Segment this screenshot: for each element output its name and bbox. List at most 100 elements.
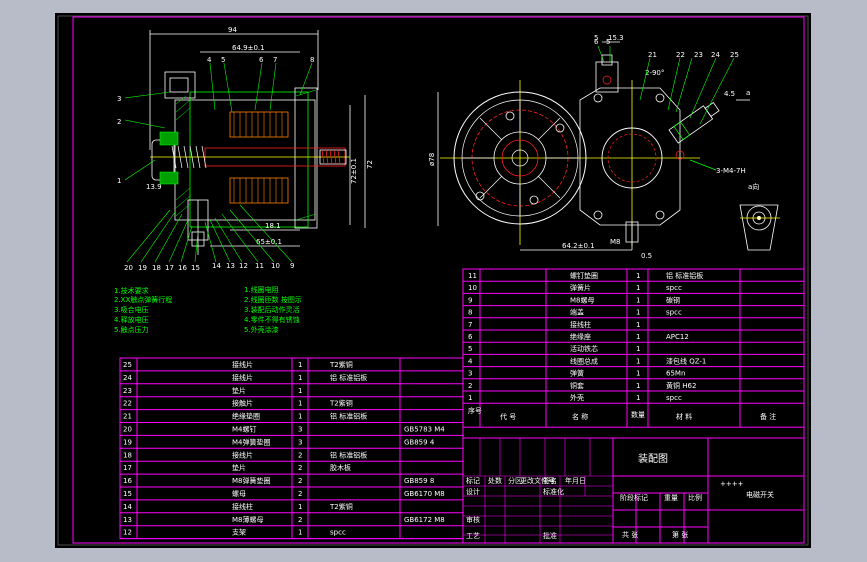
- bom-lower-row-name: 接线柱: [232, 502, 253, 511]
- dim-m8: M8: [610, 238, 621, 246]
- balloon-16: 16: [178, 264, 187, 272]
- note-7: 2.线圈匝数 按图示: [244, 295, 302, 304]
- dim-0-5: 0.5: [641, 252, 652, 260]
- bom-upper-row-qty: 1: [636, 333, 640, 341]
- bom-lower-row-qty: 2: [298, 464, 302, 472]
- balloon-9: 9: [290, 262, 294, 270]
- note-5: 5.触点压力: [114, 325, 149, 334]
- title-block-label: 标记: [466, 476, 480, 485]
- bom-upper-row-no: 2: [468, 382, 472, 390]
- note-2: 2.XX触点弹簧行程: [114, 295, 172, 304]
- balloon-24: 24: [711, 51, 720, 59]
- bom-upper-row-name: 线圈总成: [570, 356, 598, 365]
- bom-lower-row-qty: 1: [298, 529, 302, 537]
- bom-upper-row-no: 3: [468, 370, 472, 378]
- bom-upper-header-name: 名 称: [572, 412, 588, 421]
- bom-upper-header-qty: 数量: [631, 410, 645, 419]
- bom-upper-row-name: 螺钉垫圈: [570, 271, 598, 280]
- bom-lower-row-qty: 2: [298, 516, 302, 524]
- title-block-label: 共 张: [622, 530, 638, 539]
- bom-upper-row-qty: 1: [636, 309, 640, 317]
- bom-upper-row-qty: 1: [636, 272, 640, 280]
- technical-notes: 1.技术要求 2.XX触点弹簧行程 3.吸合电压 4.释放电压 5.触点压力 1…: [114, 285, 302, 334]
- bom-lower-row-material: T2紫铜: [329, 360, 353, 369]
- bom-lower-row-material: 铝 标准铝板: [330, 373, 367, 382]
- bom-lower-row-standard: GB859 4: [404, 438, 435, 446]
- bom-lower-row-qty: 2: [298, 477, 302, 485]
- sheet-background: [55, 13, 811, 548]
- dim-18-1: 18.1: [265, 222, 281, 230]
- balloon-25: 25: [730, 51, 739, 59]
- balloon-r-6: 6: [594, 38, 599, 46]
- bom-upper-row-name: M8螺母: [570, 295, 595, 304]
- bom-lower-row-no: 22: [123, 400, 132, 408]
- balloon-15: 15: [191, 264, 200, 272]
- dim-2-90: 2-90°: [645, 69, 664, 77]
- bom-upper-row-name: 端盖: [570, 308, 584, 317]
- dim-13-9: 13.9: [146, 183, 162, 191]
- detail-a-label: a向: [748, 182, 759, 191]
- bom-lower-row-qty: 1: [298, 387, 302, 395]
- bom-lower-row-qty: 3: [298, 438, 302, 446]
- bom-lower-row-name: M8弹簧垫圈: [232, 476, 271, 485]
- drawing-title: 装配图: [638, 452, 668, 465]
- bom-lower-row-name: 接触片: [232, 399, 253, 408]
- bom-lower-row-no: 14: [123, 503, 132, 511]
- bom-upper-row-no: 9: [468, 296, 472, 304]
- balloon-2: 2: [117, 118, 121, 126]
- outer-frame: [57, 15, 809, 546]
- bom-lower-row-no: 17: [123, 464, 132, 472]
- bom-lower-row-no: 16: [123, 477, 132, 485]
- bom-upper-row-qty: 1: [636, 370, 640, 378]
- balloon-23: 23: [694, 51, 703, 59]
- title-block-label: 年月日: [565, 476, 586, 485]
- bom-upper-row-name: 外壳: [570, 393, 584, 402]
- bom-upper-row-no: 11: [468, 272, 477, 280]
- title-block-label: 工艺: [466, 532, 480, 540]
- dim-5: 5: [594, 34, 598, 42]
- dim-64-9: 64.9±0.1: [232, 44, 265, 52]
- bom-upper-row-name: 绝缘座: [570, 332, 591, 341]
- bom-upper-row-qty: 1: [636, 394, 640, 402]
- bom-lower-row-no: 24: [123, 374, 132, 382]
- balloon-6: 6: [259, 56, 264, 64]
- balloon-12: 12: [239, 262, 248, 270]
- bom-lower-row-name: 垫片: [232, 386, 246, 395]
- bom-upper-row-no: 1: [468, 394, 472, 402]
- bom-upper-row-material: 漆包线 QZ-1: [666, 356, 706, 365]
- bom-lower-row-material: T2紫铜: [329, 502, 353, 511]
- title-block-label: 比例: [688, 493, 702, 502]
- bom-upper-row-qty: 1: [636, 296, 640, 304]
- bom-upper-row-name: 接线柱: [570, 320, 591, 329]
- bom-upper-row-no: 10: [468, 284, 477, 292]
- bom-lower-row-name: 接线片: [232, 360, 253, 369]
- bom-lower-row-name: 支架: [232, 528, 246, 537]
- note-1: 1.技术要求: [114, 286, 149, 295]
- bom-lower-row-material: 铝 标准铝板: [330, 412, 367, 421]
- bom-upper-row-name: 弹簧片: [570, 283, 591, 292]
- bom-lower-row-name: M8薄螺母: [232, 515, 264, 524]
- bom-upper-row-qty: 1: [636, 357, 640, 365]
- balloon-14: 14: [212, 262, 221, 270]
- bom-lower-row-name: M4螺钉: [232, 425, 257, 434]
- bom-upper-header-material: 材 料: [676, 412, 692, 421]
- title-block-label: 阶段标记: [620, 493, 648, 502]
- drawing-code: ++++: [720, 480, 744, 488]
- title-block-label: 审核: [466, 515, 480, 524]
- bom-lower-row-name: 绝缘垫圈: [232, 412, 260, 421]
- balloon-21: 21: [648, 51, 657, 59]
- title-block-label: 更改文件号: [520, 476, 555, 485]
- bom-upper-row-material: spcc: [666, 284, 682, 292]
- bom-upper-row-qty: 1: [636, 284, 640, 292]
- balloon-8: 8: [310, 56, 314, 64]
- note-6: 1.线圈电阻: [244, 285, 279, 294]
- dim-72: 72: [366, 160, 374, 169]
- bom-lower-row-no: 13: [123, 516, 132, 524]
- bom-lower-row-qty: 1: [298, 413, 302, 421]
- drawing-name: 电磁开关: [746, 490, 774, 499]
- title-block: 装配图 电磁开关 ++++ 标记处数分区更改文件号签名年月日设计标准化审核工艺批…: [462, 437, 805, 544]
- bom-lower-row-no: 20: [123, 426, 132, 434]
- bom-upper-row-material: 65Mn: [666, 370, 685, 378]
